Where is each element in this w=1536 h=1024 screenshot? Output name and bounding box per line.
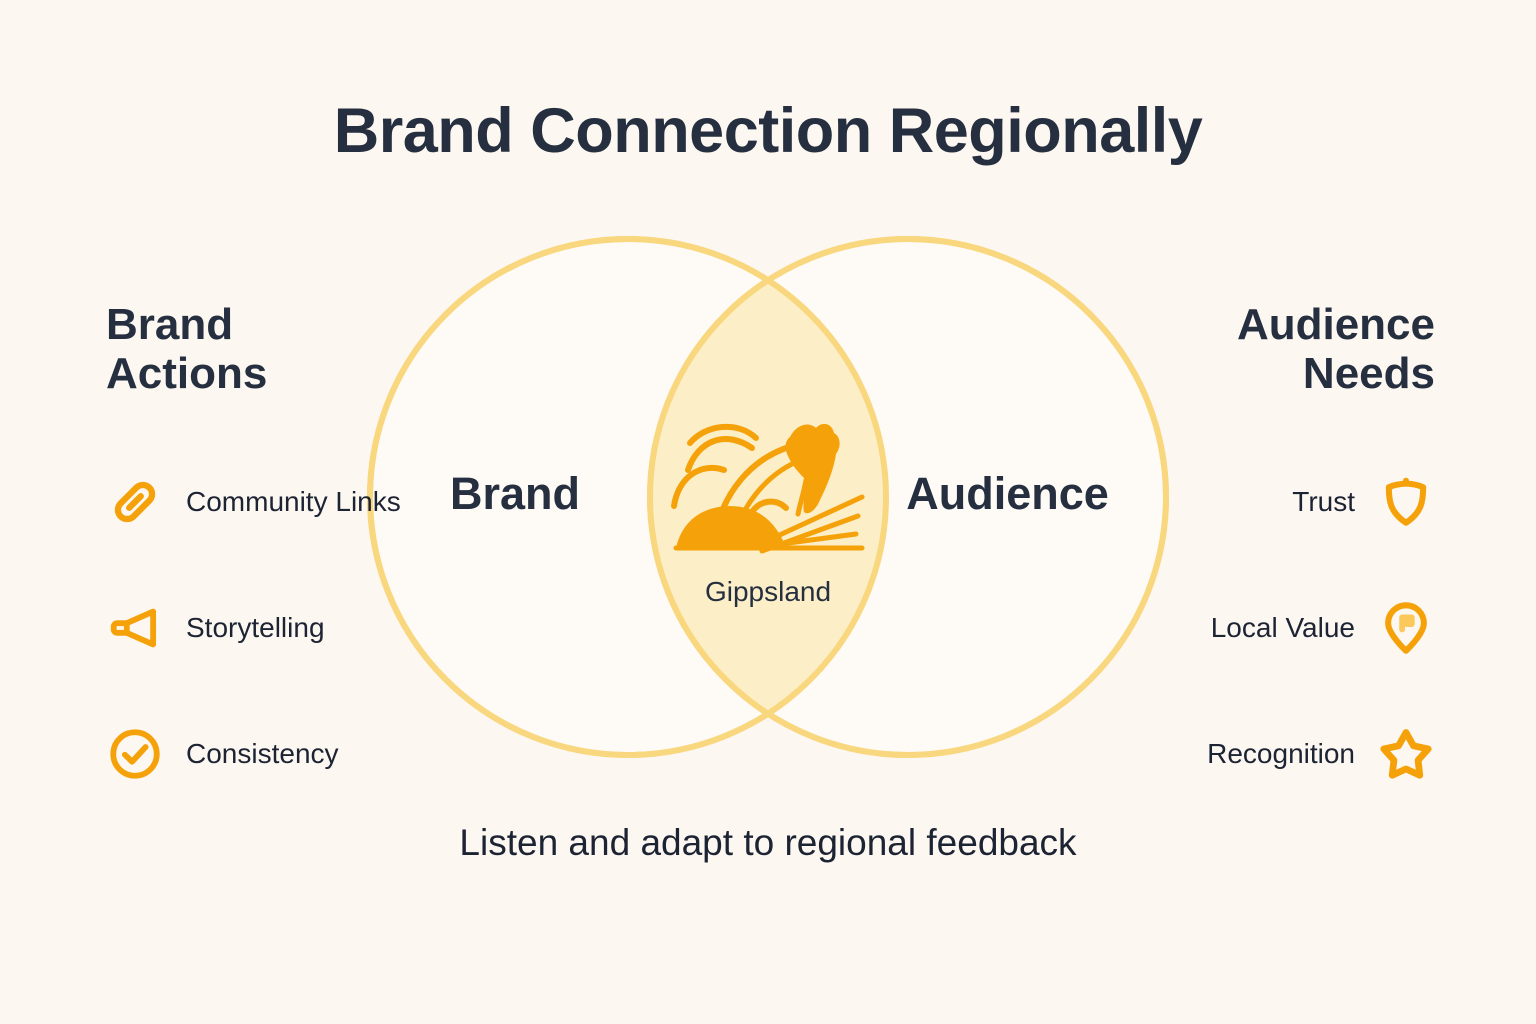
megaphone-icon (106, 599, 164, 657)
list-item-label: Consistency (186, 737, 339, 769)
gippsland-landscape-illustration (671, 423, 865, 554)
check-circle-icon (106, 725, 164, 783)
link-icon (106, 473, 164, 531)
venn-label-audience: Audience (906, 468, 1109, 519)
footer-caption: Listen and adapt to regional feedback (459, 822, 1077, 863)
brand-actions-panel: Brand Actions Community Links Storytelli… (106, 300, 406, 839)
page-title: Brand Connection Regionally (333, 96, 1203, 166)
list-item-local-value[interactable]: Local Value (1130, 587, 1435, 669)
shield-icon (1377, 473, 1435, 531)
list-item-storytelling[interactable]: Storytelling (106, 587, 406, 669)
list-item-recognition[interactable]: Recognition (1130, 713, 1435, 795)
list-item-trust[interactable]: Trust (1130, 461, 1435, 543)
audience-needs-panel: Audience Needs Trust Local Value Recogni… (1130, 300, 1435, 839)
list-item-consistency[interactable]: Consistency (106, 713, 406, 795)
venn-label-brand: Brand (449, 468, 580, 519)
list-item-label: Trust (1292, 485, 1355, 517)
venn-overlap-label: Gippsland (704, 576, 832, 607)
list-item-label: Local Value (1210, 611, 1355, 643)
star-icon (1377, 725, 1435, 783)
audience-needs-heading: Audience Needs (1236, 300, 1435, 399)
brand-actions-heading: Brand Actions (106, 300, 268, 399)
list-item-label: Storytelling (186, 611, 325, 643)
list-item-label: Recognition (1207, 737, 1355, 769)
list-item-label: Community Links (186, 485, 401, 517)
map-pin-icon (1377, 599, 1435, 657)
list-item-community-links[interactable]: Community Links (106, 461, 406, 543)
